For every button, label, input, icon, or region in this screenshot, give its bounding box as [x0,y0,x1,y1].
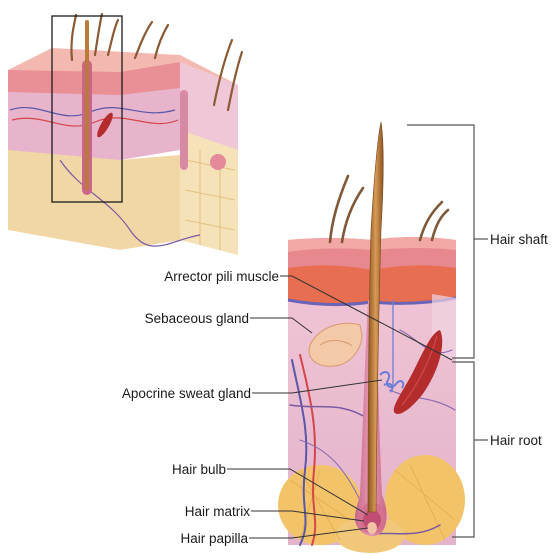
label-apocrine-sweat-gland: Apocrine sweat gland [122,386,251,401]
label-hair-bulb: Hair bulb [172,462,226,477]
enlarged-skin-section [278,122,465,553]
label-hair-papilla: Hair papilla [180,531,248,546]
hair-papilla [367,522,377,534]
label-hair-shaft: Hair shaft [490,232,548,247]
surface-hairs [330,176,448,242]
label-sebaceous-gland: Sebaceous gland [145,311,249,326]
label-arrector-pili-muscle: Arrector pili muscle [164,269,279,284]
overview-skin-block [8,14,242,255]
label-hair-matrix: Hair matrix [185,504,251,519]
label-hair-root: Hair root [490,433,542,448]
